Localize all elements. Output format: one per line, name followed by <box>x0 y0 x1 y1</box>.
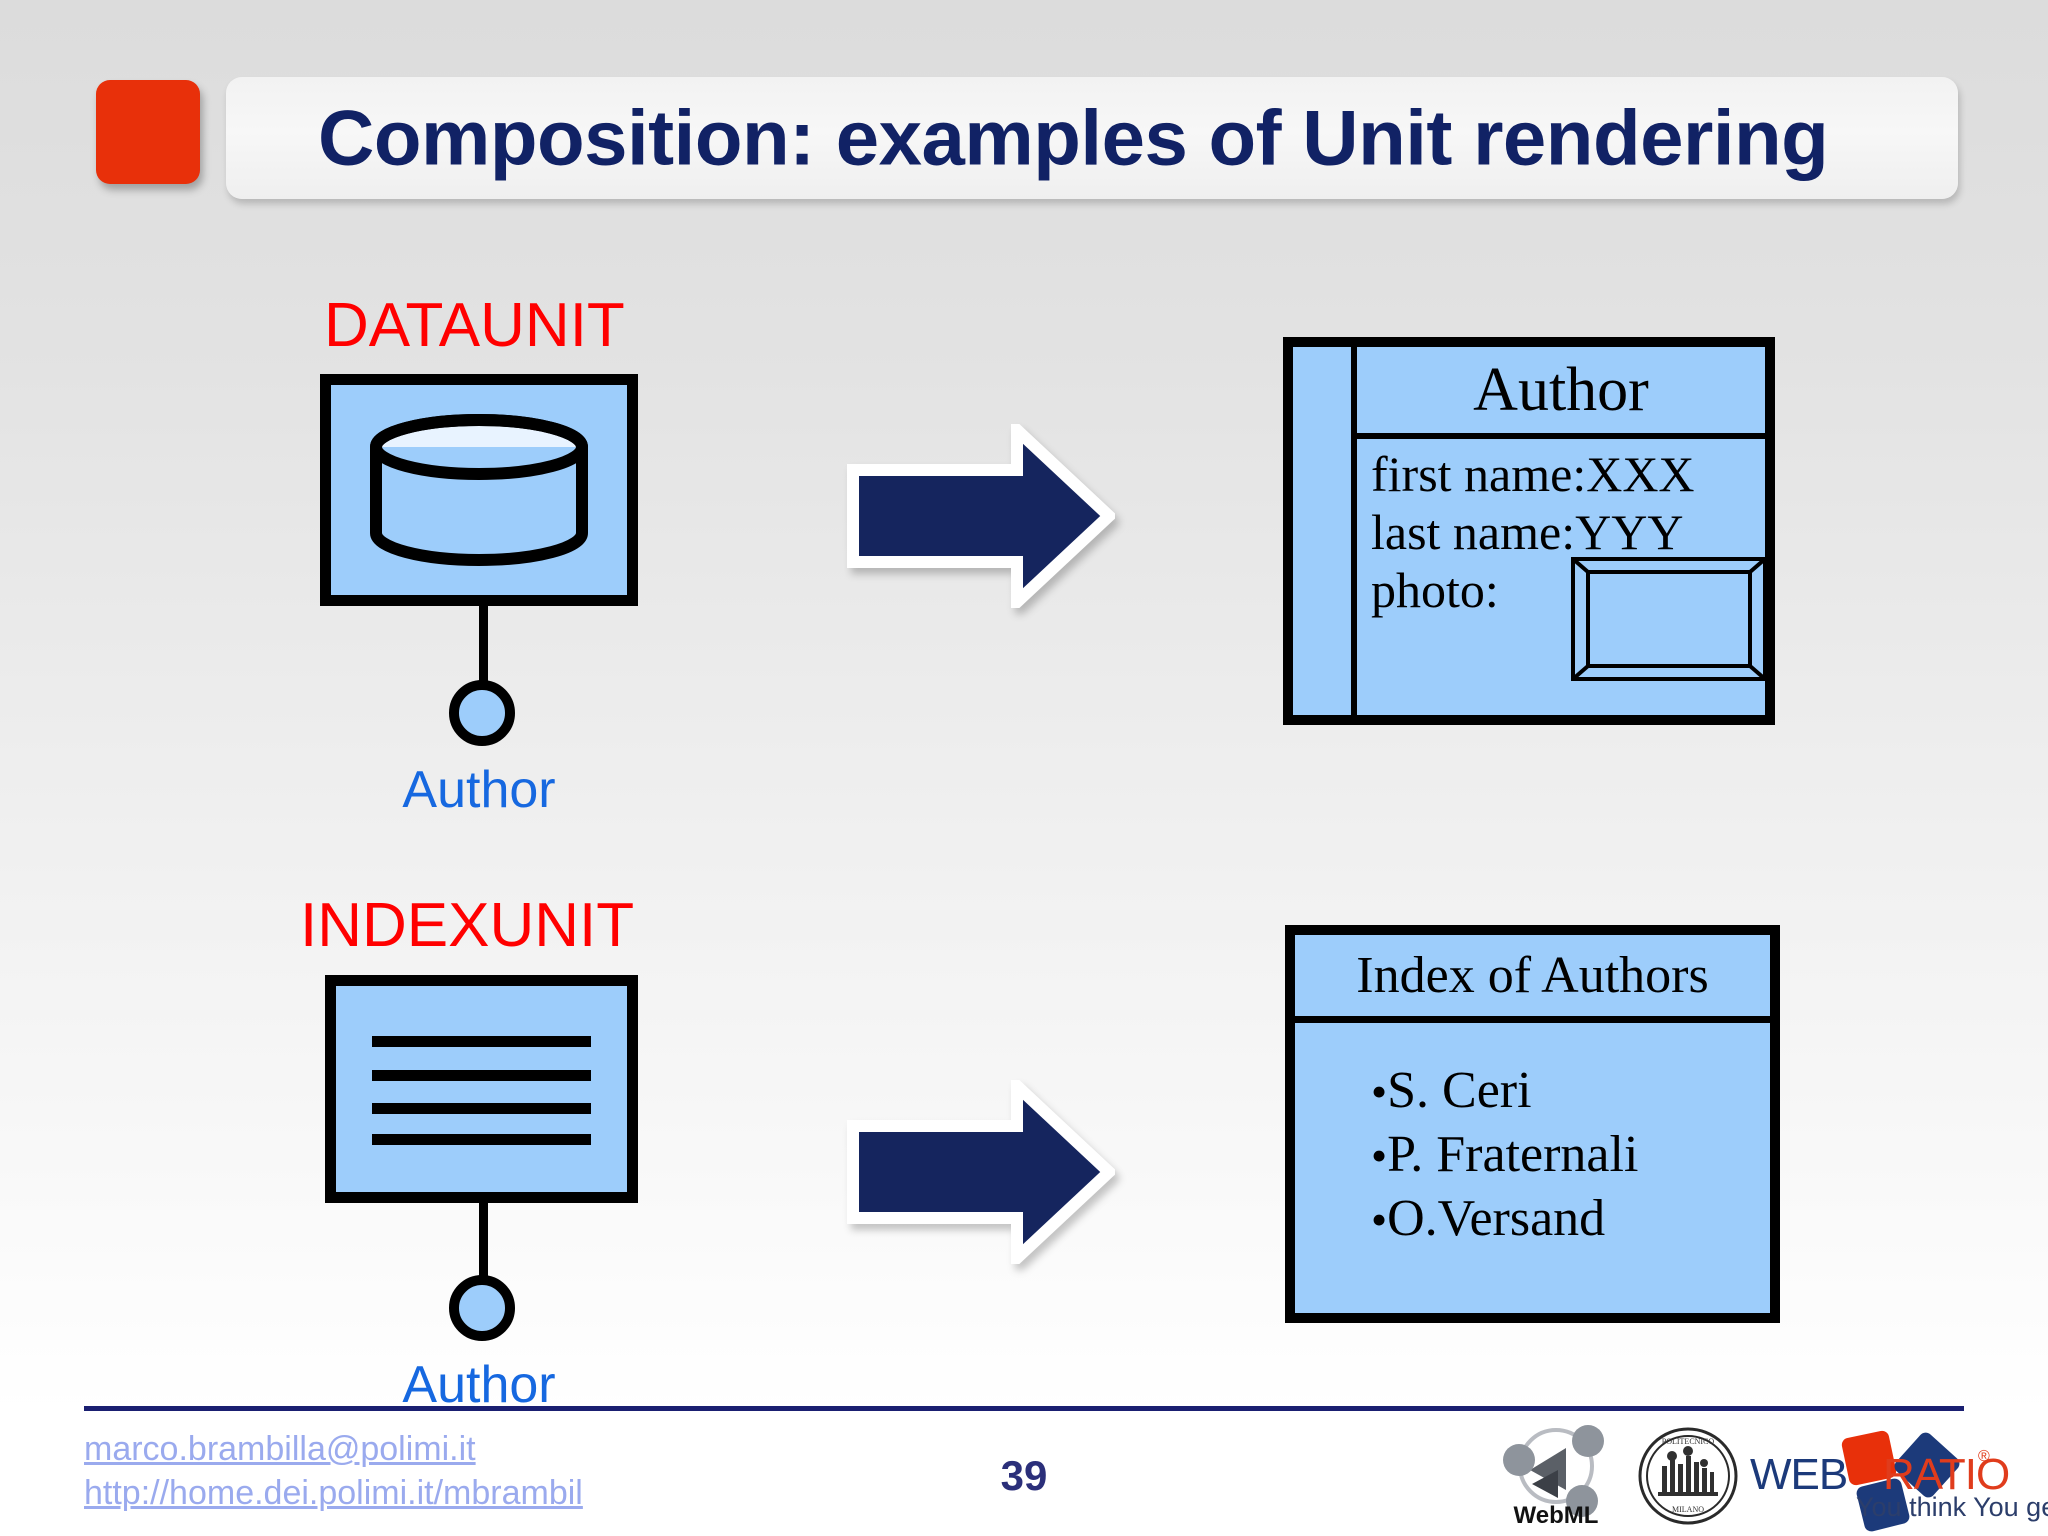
list-item[interactable]: •P. Fraternali <box>1371 1123 1770 1187</box>
indexunit-right-arrow-icon <box>847 1080 1115 1264</box>
politecnico-milano-logo-icon: POLITECNICO MILANO <box>1638 1427 1738 1525</box>
dataunit-caption: DATAUNIT <box>324 291 625 360</box>
slide-title-bar: Composition: examples of Unit rendering <box>96 77 1958 199</box>
index-item-label: S. Ceri <box>1387 1062 1532 1119</box>
footer-homepage-link[interactable]: http://home.dei.polimi.it/mbrambil <box>84 1474 583 1512</box>
webml-logo-label: WebML <box>1513 1502 1599 1529</box>
list-item[interactable]: •S. Ceri <box>1371 1059 1770 1123</box>
list-bullet-icon: • <box>1371 1066 1388 1117</box>
footer-logos: WebML POLITECNICO MILANO WEB RATIO ® <box>1492 1424 2048 1536</box>
dataunit-entity-label: Author <box>402 761 556 819</box>
author-page-title: Author <box>1357 347 1765 439</box>
index-page-title: Index of Authors <box>1295 935 1770 1023</box>
indexunit-box[interactable] <box>325 975 638 1203</box>
polimi-city-label: MILANO <box>1672 1505 1704 1514</box>
footer-divider <box>84 1406 1964 1411</box>
list-item[interactable]: •O.Versand <box>1371 1187 1770 1251</box>
webratio-logo-icon: WEB RATIO ® You think You get <box>1750 1429 2048 1533</box>
page-number: 39 <box>1000 1452 1048 1499</box>
red-square-bullet-icon <box>96 80 200 184</box>
indexunit-entity-circle[interactable] <box>449 1275 515 1341</box>
dataunit-box[interactable] <box>320 374 638 606</box>
index-item-label: O.Versand <box>1387 1190 1606 1247</box>
dataunit-connector-line <box>479 606 488 688</box>
webratio-ratio-text: RATIO <box>1883 1450 2010 1499</box>
webratio-registered-mark: ® <box>1978 1448 1990 1465</box>
author-page-body: first name:XXX last name:YYY photo: <box>1357 439 1767 715</box>
indexunit-entity-label: Author <box>402 1356 556 1414</box>
webratio-web-text: WEB <box>1750 1450 1848 1499</box>
picture-frame-icon <box>1571 557 1767 681</box>
footer-email-link[interactable]: marco.brambilla@polimi.it <box>84 1430 476 1468</box>
footer-contact-links: marco.brambilla@polimi.it http://home.de… <box>84 1427 583 1515</box>
list-bullet-icon: • <box>1371 1194 1388 1245</box>
indexunit-connector-line <box>479 1203 488 1281</box>
index-lines-icon <box>372 1036 591 1145</box>
webml-logo-icon <box>1503 1425 1604 1517</box>
page-title: Composition: examples of Unit rendering <box>318 93 1829 182</box>
author-page-side-column <box>1351 347 1357 715</box>
author-attribute-last-name: last name:YYY <box>1371 504 1684 560</box>
index-page-mockup: Index of Authors •S. Ceri •P. Fraternali… <box>1285 925 1780 1323</box>
title-panel-background <box>226 77 1958 199</box>
indexunit-caption: INDEXUNIT <box>300 891 635 960</box>
author-page-mockup: Author first name:XXX last name:YYY phot… <box>1283 337 1775 725</box>
list-bullet-icon: • <box>1371 1130 1388 1181</box>
svg-text:POLITECNICO: POLITECNICO <box>1662 1437 1715 1446</box>
dataunit-entity-circle[interactable] <box>449 680 515 746</box>
webratio-tagline: You think You get <box>1856 1492 2048 1522</box>
author-attribute-first-name: first name:XXX <box>1371 446 1695 502</box>
dataunit-right-arrow-icon <box>847 424 1115 608</box>
index-page-body: •S. Ceri •P. Fraternali •O.Versand <box>1295 1023 1770 1313</box>
author-attribute-photo: photo: <box>1371 562 1499 618</box>
index-item-label: P. Fraternali <box>1387 1126 1639 1183</box>
database-cylinder-icon <box>370 414 588 566</box>
